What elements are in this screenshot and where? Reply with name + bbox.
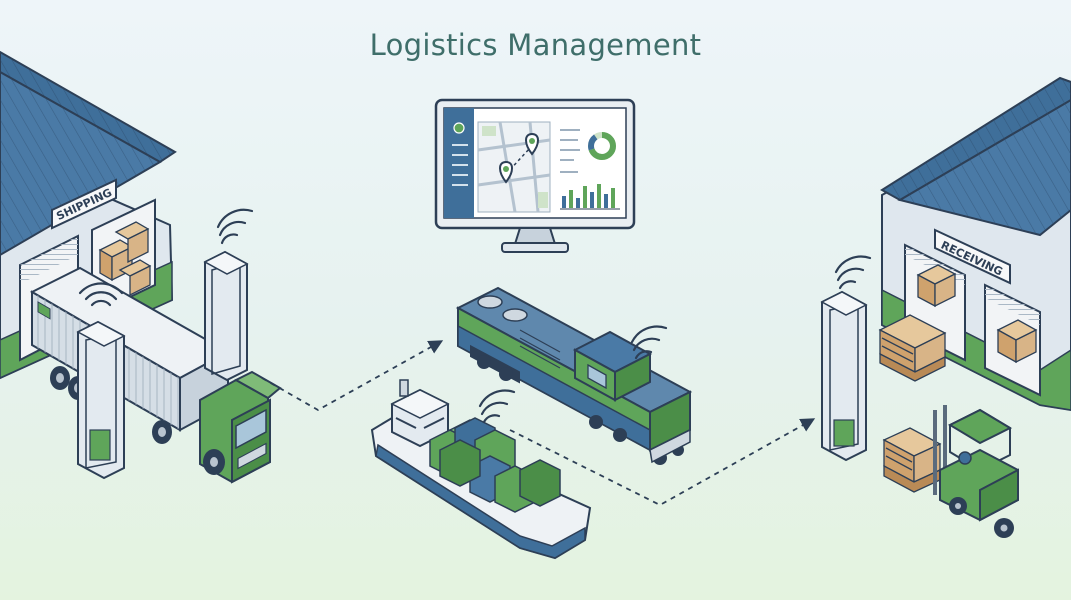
container-ship — [370, 379, 592, 560]
rfid-gate-right — [820, 290, 868, 462]
bar-chart-icon — [562, 184, 615, 208]
wifi-signal-icon — [630, 325, 668, 360]
map-pin-icon — [525, 132, 539, 156]
wifi-signal-icon — [216, 208, 254, 245]
forklift — [933, 405, 1019, 538]
wifi-signal-icon — [478, 389, 516, 424]
dashed-arrow-icon — [261, 340, 444, 412]
dashboard-monitor — [434, 98, 636, 253]
donut-chart-icon — [588, 132, 616, 160]
pallet-stack — [878, 314, 947, 382]
wifi-signal-icon — [78, 282, 124, 307]
wifi-signal-icon — [834, 255, 872, 290]
freight-locomotive — [455, 286, 693, 465]
map-pin-icon — [499, 160, 513, 184]
dashed-arrow-icon — [509, 418, 816, 507]
diagram-title: Logistics Management — [369, 28, 702, 62]
pallet-stack — [882, 427, 942, 493]
rfid-gate-left-front — [76, 320, 126, 480]
rfid-gate-left-back — [203, 250, 249, 382]
shipping-boxes — [98, 221, 152, 297]
